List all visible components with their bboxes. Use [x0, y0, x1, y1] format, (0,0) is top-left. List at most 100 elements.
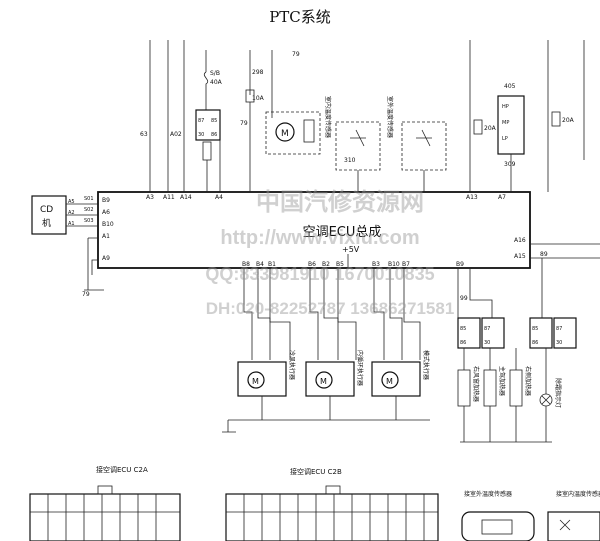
wire-code: 309 — [504, 161, 516, 168]
ecu-pin-label: B6 — [308, 261, 316, 268]
ground-wire-left — [84, 237, 104, 291]
actuator-2: M 内循环执行器 — [305, 350, 364, 397]
fuse-20a-2 — [551, 111, 561, 127]
relay-box-6 — [553, 317, 577, 349]
component-label: 室外温度传感器 — [386, 96, 394, 138]
ecu-pin-label: B10 — [102, 221, 114, 228]
wire-code: A02 — [170, 131, 182, 138]
motor-glyph: M — [252, 377, 259, 386]
actuator-motor — [247, 371, 265, 389]
ecu-pin-label: A16 — [514, 237, 526, 244]
connector-grid — [30, 494, 180, 541]
component-label: 模式执行器 — [422, 350, 430, 380]
blower-motor-symbol — [275, 122, 295, 142]
connector-outdoor-sensor: 接室外温度传感器 — [461, 490, 535, 541]
cd-wires — [66, 203, 98, 227]
ecu-bottom-pins: B8 B4 B1 B6 B2 B5 B3 B10 B7 B9 — [242, 261, 464, 268]
connector-indoor-sensor: 接室内温度传感器 — [547, 490, 600, 541]
actuator-box — [371, 361, 421, 397]
actuator-3: M 模式执行器 — [371, 350, 430, 397]
fuse-20a — [473, 119, 483, 135]
wire-code: 79 — [292, 51, 300, 58]
thermistor-1 — [350, 129, 366, 147]
fuse-label: 10A — [252, 95, 265, 102]
cd-pin-num: A2 — [68, 210, 75, 216]
connector-grid — [226, 494, 438, 541]
heater-2 — [483, 369, 497, 407]
ecu-pin-label: B2 — [322, 261, 330, 268]
connector-socket — [481, 519, 513, 535]
relay-pin: HP — [502, 104, 509, 110]
cd-wire-label: S01 — [84, 196, 94, 202]
heater-3 — [509, 369, 523, 407]
fuse-label: 20A — [562, 117, 575, 124]
bottom-relays: 85 86 87 30 85 86 87 30 99 — [457, 258, 577, 349]
actuator-1: M 冷风执行器 — [237, 350, 296, 397]
ecu-pin-label: B9 — [456, 261, 464, 268]
connector-key — [97, 485, 113, 495]
component-label: 室内温度传感器 — [324, 96, 332, 138]
wire-b7 — [403, 268, 421, 360]
ecu-pin-label: A9 — [102, 255, 110, 262]
connector-c2b: 接空调ECU C2B — [225, 467, 439, 541]
wire-code: 405 — [504, 83, 516, 90]
relay-pin: 85 — [532, 326, 538, 332]
blower-frame — [265, 111, 321, 155]
relay-box-3 — [457, 317, 481, 349]
relay-pin: 86 — [532, 340, 538, 346]
connector-body — [29, 493, 181, 541]
ecu-pin-label: B10 — [388, 261, 400, 268]
wire-code: 79 — [240, 120, 248, 127]
cd-unit-label: CD — [40, 205, 53, 215]
relay-box-5 — [529, 317, 553, 349]
relay-pin: 30 — [556, 340, 562, 346]
wire-b5 — [337, 268, 357, 360]
power-relay-block: S/B 40A 87 85 30 86 — [195, 50, 223, 192]
fuse-s-b — [203, 50, 209, 110]
ecu-top-pins: A3 A11 A14 A4 A13 A7 — [146, 194, 506, 201]
sensor-frame-2 — [401, 121, 447, 171]
connector-title: 接室内温度传感器 — [556, 490, 600, 498]
ecu-pin-label: B8 — [242, 261, 250, 268]
wire-b3 — [373, 268, 385, 360]
motor-glyph: M — [281, 129, 289, 139]
cd-pin-num: A1 — [68, 221, 75, 227]
connector-socket — [559, 519, 571, 531]
watermark-line: 中国汽修资源网 — [256, 188, 424, 216]
fuse-small — [202, 141, 212, 161]
fuse-label: 20A — [484, 125, 497, 132]
ecu-label: 空调ECU总成 — [303, 225, 382, 240]
wire-b8 — [243, 268, 253, 360]
ecu-pin-label: A13 — [466, 194, 478, 201]
connector-body — [547, 511, 600, 541]
relay-pin: MP — [502, 120, 509, 126]
heater-ground — [460, 406, 552, 443]
diagram-title: PTC系统 — [269, 8, 331, 26]
right-power-block: 20A HP MP LP 405 309 20A — [469, 40, 585, 192]
heater-wires — [463, 348, 547, 394]
connector-c2a: 接空调ECU C2A — [29, 465, 181, 541]
component-label: 冷风执行器 — [288, 350, 296, 380]
wire-b10 — [389, 268, 403, 360]
ecu-pin-label: B1 — [268, 261, 276, 268]
actuator-box — [305, 361, 355, 397]
wire-code: 89 — [540, 251, 548, 258]
relay-pin: 85 — [211, 118, 217, 124]
cd-wire-label: S02 — [84, 207, 94, 213]
wire-code: 79 — [82, 291, 90, 298]
ecu-left-pins: B9 A6 B10 A1 A9 — [102, 197, 114, 262]
actuator-box — [237, 361, 287, 397]
ecu-pin-label: A3 — [146, 194, 154, 201]
wire-code: 310 — [344, 157, 356, 164]
watermark-line: QQ:833981910 1670010835 — [205, 264, 434, 284]
ecu-pin-label: A14 — [180, 194, 192, 201]
relay-pin: 30 — [484, 340, 490, 346]
watermark: 中国汽修资源网 http://www.vixiu.com QQ:83398191… — [205, 188, 454, 318]
ecu-pin-label: A15 — [514, 253, 526, 260]
lamp-cross — [541, 395, 551, 405]
ecu-pin-label: A7 — [498, 194, 506, 201]
actuator-motor — [381, 371, 399, 389]
ground-rail — [222, 396, 430, 433]
